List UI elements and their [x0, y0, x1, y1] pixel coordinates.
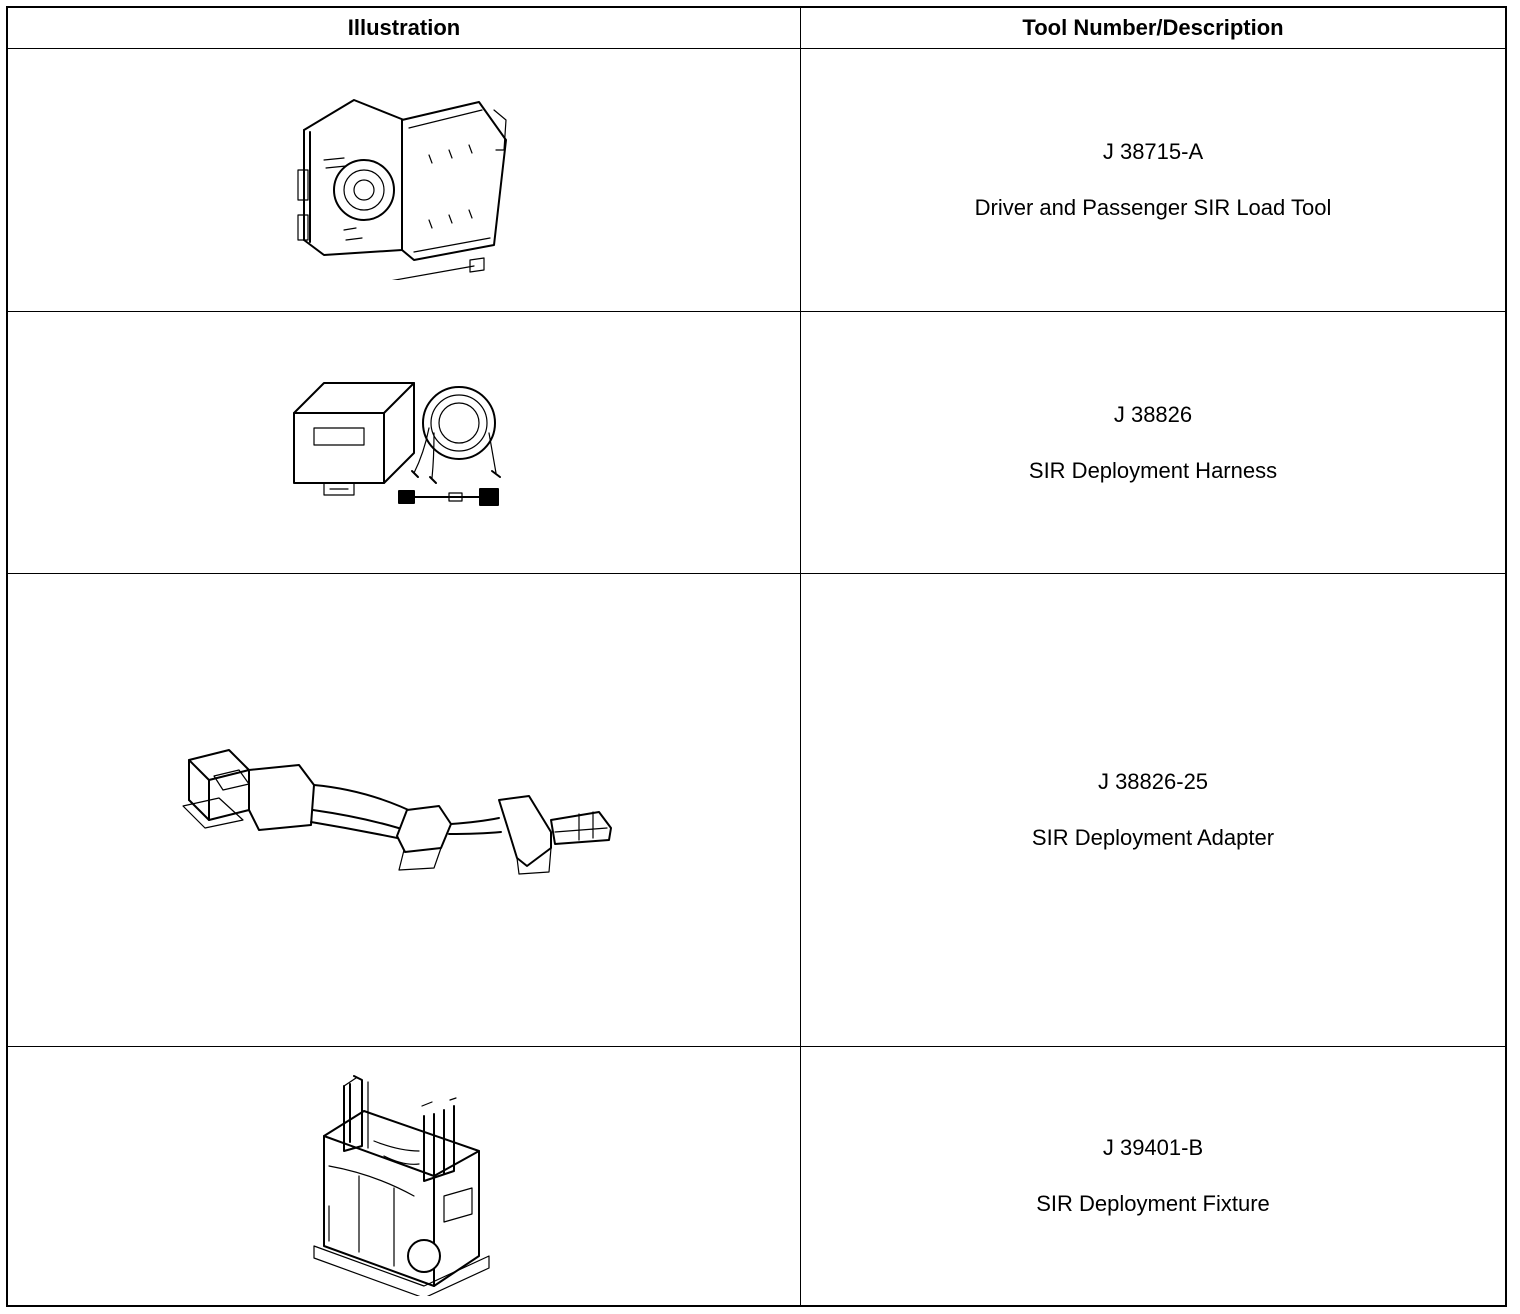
tool-description: Driver and Passenger SIR Load Tool [974, 195, 1332, 220]
load-tool-case-icon [297, 99, 507, 280]
tool-number: J 39401-B [1102, 1135, 1204, 1160]
tool-description: SIR Deployment Fixture [1036, 1191, 1270, 1216]
tool-description-cell: J 39401-B SIR Deployment Fixture [801, 1047, 1505, 1305]
tool-description-cell: J 38826 SIR Deployment Harness [801, 312, 1505, 573]
tool-table: Illustration Tool Number/Description J 3… [6, 6, 1507, 1307]
deployment-adapter-icon [182, 749, 612, 875]
table-row: J 39401-B SIR Deployment Fixture [8, 1047, 1505, 1305]
illustration-cell [8, 49, 801, 311]
tool-number: J 38715-A [1102, 139, 1204, 164]
tool-number: J 38826-25 [1097, 769, 1209, 794]
tool-description: SIR Deployment Harness [1028, 457, 1278, 483]
table-row: J 38826-25 SIR Deployment Adapter [8, 574, 1505, 1047]
header-illustration: Illustration [8, 8, 801, 48]
table-header-row: Illustration Tool Number/Description [8, 8, 1505, 49]
tool-description-cell: J 38715-A Driver and Passenger SIR Load … [801, 49, 1505, 311]
illustration-cell [8, 1047, 801, 1305]
tool-number: J 38826 [1113, 401, 1193, 427]
table-row: J 38715-A Driver and Passenger SIR Load … [8, 49, 1505, 312]
illustration-cell [8, 312, 801, 573]
deployment-fixture-icon [313, 1075, 490, 1296]
header-tool-number-description: Tool Number/Description [1022, 15, 1284, 40]
tool-description: SIR Deployment Adapter [1031, 825, 1275, 850]
deployment-harness-icon [293, 381, 501, 506]
table-row: J 38826 SIR Deployment Harness [8, 312, 1505, 574]
illustration-cell [8, 574, 801, 1046]
tool-description-cell: J 38826-25 SIR Deployment Adapter [801, 574, 1505, 1046]
